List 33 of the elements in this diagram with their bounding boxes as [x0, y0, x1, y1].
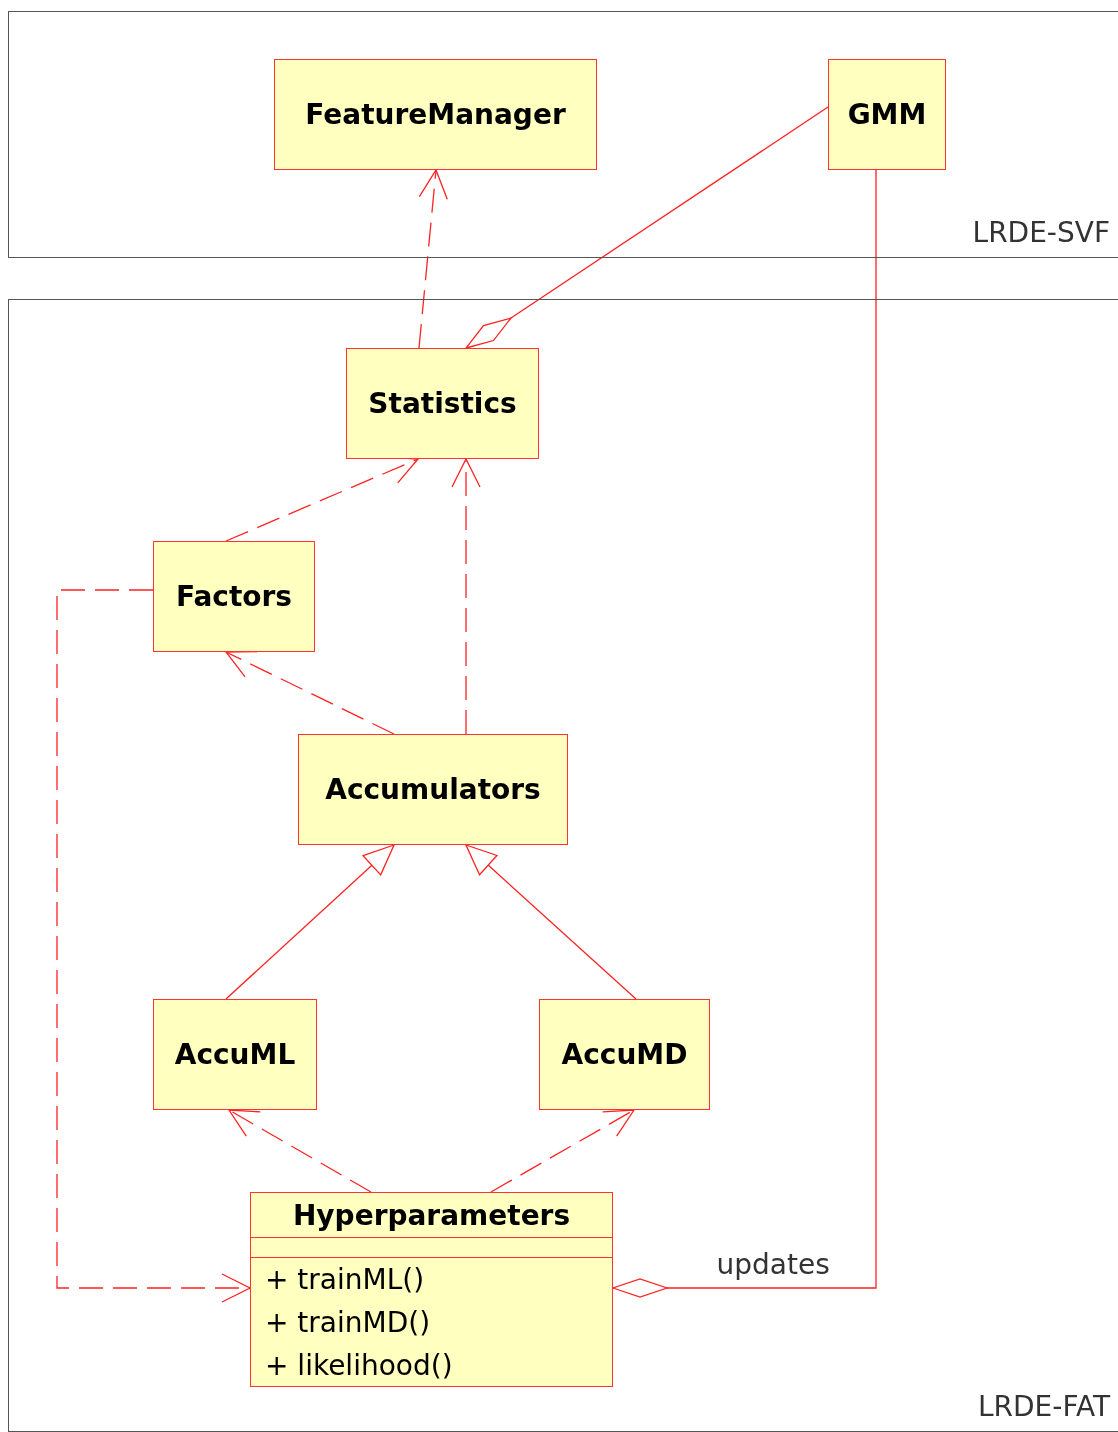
- generalization-arrow: [225, 844, 395, 1000]
- class-box: [298, 734, 568, 845]
- class-box: [153, 999, 317, 1110]
- dependency-arrow: [490, 1109, 635, 1193]
- aggregation-line: [612, 169, 877, 1298]
- class-name: AccuMD: [561, 1038, 688, 1071]
- class-name: Hyperparameters: [292, 1198, 571, 1232]
- package-name: LRDE-FAT: [977, 1390, 1110, 1423]
- class-box: [153, 541, 315, 652]
- class-name: AccuML: [174, 1038, 296, 1071]
- dependency-arrow: [56, 589, 251, 1303]
- dependency-arrow: [228, 1109, 372, 1193]
- method-text: + likelihood(): [265, 1348, 453, 1384]
- class-name: Accumulators: [325, 773, 541, 806]
- dependency-arrow: [418, 169, 448, 349]
- package-name: LRDE-SVF: [972, 216, 1110, 249]
- aggregation-line: [465, 106, 829, 349]
- class-box: [274, 59, 597, 170]
- class-name: Factors: [175, 580, 293, 613]
- method-text: + trainMD(): [265, 1305, 431, 1341]
- method-text: + trainML(): [265, 1262, 425, 1298]
- class-name: Statistics: [368, 387, 517, 420]
- class-box: [828, 59, 946, 170]
- class-name: GMM: [847, 98, 927, 131]
- class-name: FeatureManager: [305, 98, 566, 131]
- class-box: [346, 348, 539, 459]
- generalization-arrow: [465, 844, 637, 1000]
- package-frame: [8, 11, 1118, 258]
- class-box: [250, 1192, 613, 1387]
- dependency-arrow: [225, 651, 395, 735]
- class-box: [539, 999, 710, 1110]
- dependency-arrow: [451, 458, 481, 735]
- package-frame: [8, 299, 1118, 1432]
